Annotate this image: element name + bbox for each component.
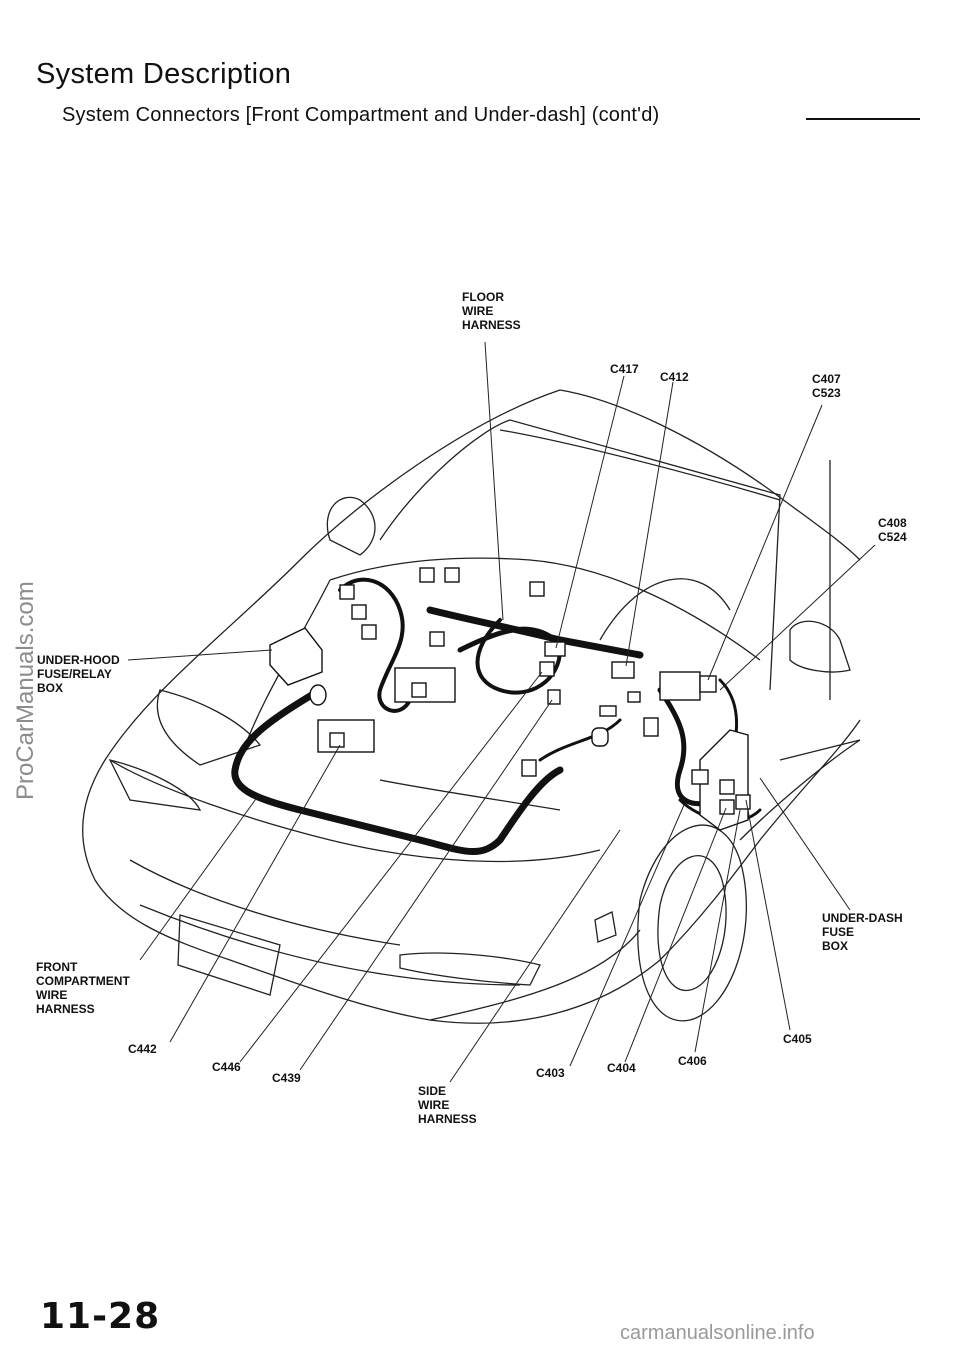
connector: [444, 567, 460, 583]
label-c412: C412: [660, 370, 689, 384]
label-c446: C446: [212, 1060, 241, 1074]
connector: [691, 769, 709, 785]
section-subtitle: System Connectors [Front Compartment and…: [62, 104, 660, 126]
label-c439: C439: [272, 1071, 301, 1085]
bottom-watermark: carmanualsonline.info: [620, 1322, 815, 1344]
connectors: [269, 567, 751, 831]
label-c442: C442: [128, 1042, 157, 1056]
subtitle-rule: [806, 118, 920, 120]
label-c407-c523: C407 C523: [812, 372, 841, 400]
label-side-wire-harness: SIDE WIRE HARNESS: [418, 1084, 477, 1126]
label-front-compartment-wire-harness: FRONT COMPARTMENT WIRE HARNESS: [36, 960, 130, 1016]
connector: [735, 794, 751, 810]
connector: [361, 624, 377, 640]
connector-c417: [544, 641, 566, 657]
connector-c407: [699, 675, 717, 693]
connector: [521, 759, 537, 777]
connector-c446: [539, 661, 555, 677]
label-c404: C404: [607, 1061, 636, 1075]
connector: [529, 581, 545, 597]
label-c403: C403: [536, 1066, 565, 1080]
connector-c439: [547, 689, 561, 705]
connector: [643, 717, 659, 737]
connector-c412: [611, 661, 635, 679]
label-c417: C417: [610, 362, 639, 376]
connector: [351, 604, 367, 620]
connector: [339, 584, 355, 600]
connector: [329, 732, 345, 748]
connector: [419, 567, 435, 583]
underhood-fuse-box-shape: [269, 627, 323, 686]
label-c405: C405: [783, 1032, 812, 1046]
connector: [719, 799, 735, 815]
side-watermark: ProCarManuals.com: [12, 581, 39, 800]
relay-block-2: [317, 719, 375, 753]
grommet: [309, 684, 327, 706]
connector: [429, 631, 445, 647]
leader-lines: [127, 341, 876, 1083]
connector: [599, 705, 617, 717]
connector: [411, 682, 427, 698]
connector: [719, 779, 735, 795]
page-number: 11-28: [40, 1296, 161, 1337]
label-c406: C406: [678, 1054, 707, 1068]
connector: [591, 727, 609, 747]
page-title: System Description: [36, 58, 292, 90]
under-dash-block: [659, 671, 701, 701]
label-under-dash-fuse-box: UNDER-DASH FUSE BOX: [822, 911, 903, 953]
connector: [627, 691, 641, 703]
car-outline: [82, 389, 861, 1024]
label-c408-c524: C408 C524: [878, 516, 907, 544]
label-floor-wire-harness: FLOOR WIRE HARNESS: [462, 290, 521, 332]
label-under-hood-fuse-relay-box: UNDER-HOOD FUSE/RELAY BOX: [37, 653, 120, 695]
